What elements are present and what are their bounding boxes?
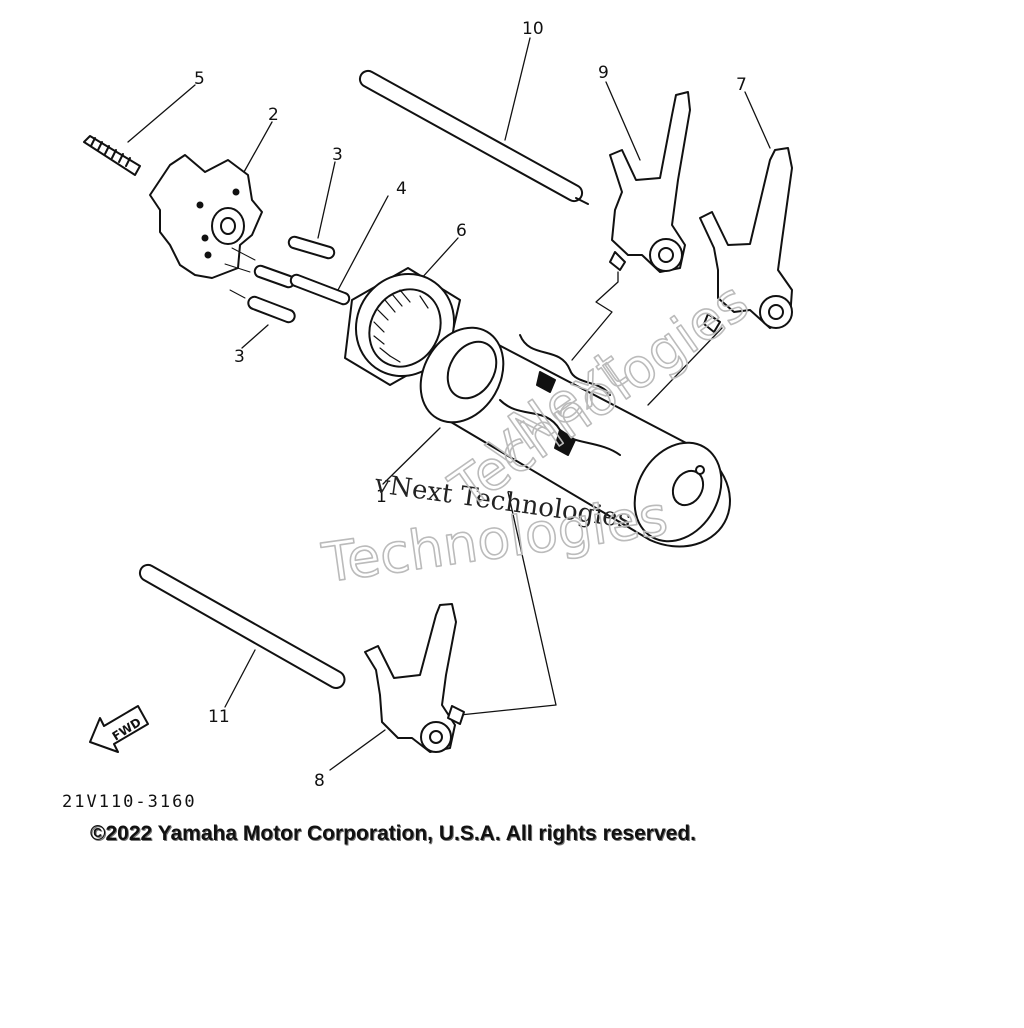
callout-labels: 5 2 3 3 4 6 10 9 7 1 11 8: [194, 19, 747, 791]
part-2-segment: [149, 154, 263, 279]
callout-3-lower: 3: [234, 347, 245, 367]
part-11-guide-bar: [138, 563, 346, 689]
callout-4: 4: [396, 179, 407, 199]
callout-5: 5: [194, 69, 205, 89]
copyright-notice: ©2022 Yamaha Motor Corporation, U.S.A. A…: [90, 822, 696, 845]
part-10-guide-bar: [358, 69, 589, 205]
callout-9: 9: [598, 63, 609, 83]
fwd-arrow-icon: FWD: [89, 705, 149, 753]
callout-11: 11: [208, 707, 230, 727]
diagram-code: 21V110-3160: [62, 792, 197, 812]
callout-8: 8: [314, 771, 325, 791]
callout-2: 2: [268, 105, 279, 125]
callout-7: 7: [736, 75, 747, 95]
part-3-4-pins: [224, 235, 351, 324]
callout-10: 10: [522, 19, 544, 39]
part-1-shift-cam: [419, 326, 731, 548]
callout-1: 1: [376, 487, 387, 507]
part-8-shift-fork: [364, 603, 465, 753]
part-5-bolt: [83, 135, 141, 176]
part-7-shift-fork: [699, 147, 793, 333]
leader-lines: [127, 37, 771, 771]
callout-6: 6: [456, 221, 467, 241]
part-9-shift-fork: [609, 91, 691, 273]
callout-3-upper: 3: [332, 145, 343, 165]
